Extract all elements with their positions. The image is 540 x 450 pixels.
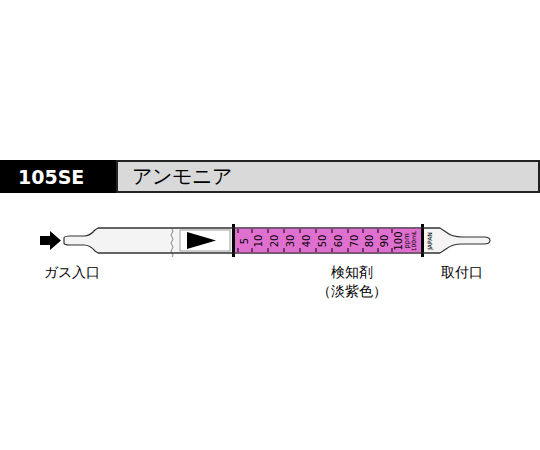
- tick: [392, 248, 393, 252]
- tick: [316, 229, 317, 233]
- scale-number: 50: [318, 234, 328, 247]
- tick: [332, 229, 333, 233]
- gas-name-band: アンモニア: [116, 160, 540, 193]
- code-box: 105SE: [0, 160, 116, 193]
- node-text: アンモニア: [132, 163, 232, 190]
- tick: [238, 248, 239, 252]
- scale-number: 60: [334, 234, 344, 247]
- tick: [284, 229, 285, 233]
- tick: [378, 229, 379, 233]
- sample-volume: 100mL: [411, 230, 417, 251]
- reagent-end: [232, 224, 235, 257]
- reagent: [235, 228, 421, 253]
- tick: [284, 248, 285, 252]
- tick: [300, 248, 301, 252]
- scale-number: 70: [350, 234, 360, 247]
- scale-number: 40: [302, 234, 312, 247]
- tick: [348, 248, 349, 252]
- tick: [378, 248, 379, 252]
- tick: [332, 248, 333, 252]
- mount-label: 取付口: [441, 265, 483, 279]
- scale-number: 100: [394, 231, 404, 250]
- flow-arrow: [187, 232, 216, 249]
- scale-number: 10: [254, 234, 264, 247]
- tick: [348, 229, 349, 233]
- scale-number: 90: [380, 234, 390, 247]
- scale-ticks: [238, 229, 392, 252]
- scale-number: 20: [270, 234, 280, 247]
- reagent-color: （淡紫色）: [317, 284, 387, 298]
- tick: [238, 229, 239, 233]
- unit: ppm: [404, 233, 411, 249]
- inlet-label: ガス入口: [44, 265, 100, 279]
- tick: [300, 229, 301, 233]
- scale-number: 80: [365, 234, 375, 247]
- flow-box: [180, 230, 230, 251]
- gas-inlet-arrow: [40, 231, 61, 250]
- tick: [363, 248, 364, 252]
- tick: [392, 229, 393, 233]
- tick: [252, 248, 253, 252]
- node-text: 105SE: [18, 166, 84, 188]
- tube-edge: [98, 227, 440, 228]
- reagent-end: [421, 224, 424, 257]
- tube-edge: [98, 252, 440, 253]
- glass-tube: [64, 228, 490, 253]
- origin-mark: JAPAN: [427, 232, 433, 250]
- tick: [316, 248, 317, 252]
- reagent-label: 検知剤: [331, 265, 373, 279]
- tick: [363, 229, 364, 233]
- scale-number: 30: [286, 234, 296, 247]
- scale-number: 5: [240, 237, 250, 243]
- tick: [268, 229, 269, 233]
- tick: [268, 248, 269, 252]
- tick: [252, 229, 253, 233]
